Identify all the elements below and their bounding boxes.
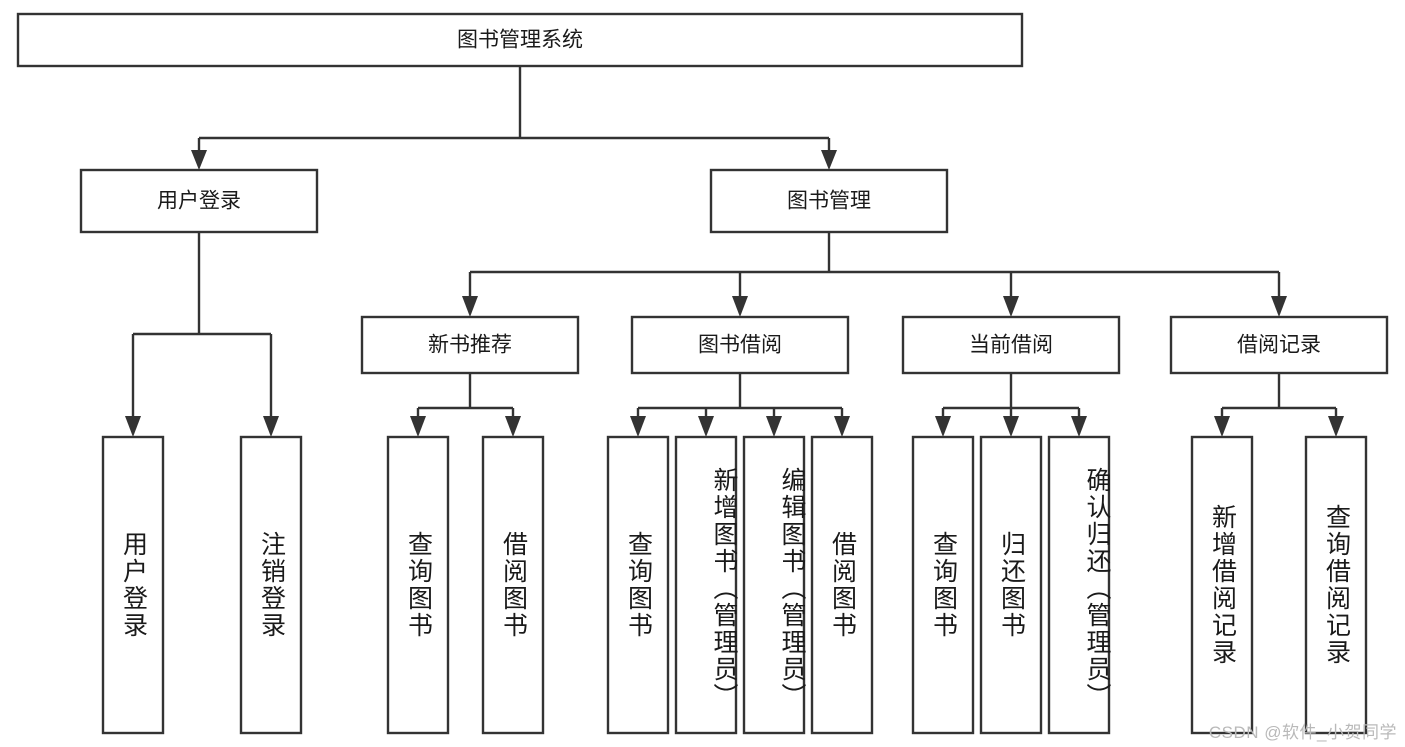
arrowhead-leaf-user-login-2 — [263, 416, 279, 437]
node-new-book-recommend[interactable] — [360, 315, 580, 375]
arrowhead-leaf-new-book-1 — [410, 416, 426, 437]
connector-layer — [125, 66, 1344, 437]
leaf-box-new-book-borrow[interactable] — [481, 435, 545, 735]
node-user-login[interactable] — [79, 168, 319, 234]
arrowhead-book-manage — [821, 150, 837, 170]
arrowhead-book-borrow — [732, 296, 748, 317]
node-book-manage-label: 图书管理 — [787, 190, 871, 213]
node-root-system-label: 图书管理系统 — [457, 29, 583, 52]
csdn-watermark: CSDN @软件_小贺同学 — [1208, 723, 1397, 742]
arrowhead-leaf-book-borrow-1 — [630, 416, 646, 437]
node-layer: 图书管理系统 用户登录 图书管理 新书推荐 图书借阅 当前借阅 借阅记录 — [16, 12, 1389, 735]
arrowhead-leaf-current-borrow-2 — [1003, 416, 1019, 437]
leaf-box-new-book-query[interactable] — [386, 435, 450, 735]
node-book-borrow-label: 图书借阅 — [698, 334, 782, 357]
node-book-manage[interactable] — [709, 168, 949, 234]
leaf-box-book-borrow-add[interactable] — [674, 435, 738, 735]
node-root-system[interactable] — [16, 12, 1024, 68]
leaf-box-current-borrow-return[interactable] — [979, 435, 1043, 735]
leaf-box-current-borrow-query[interactable] — [911, 435, 975, 735]
arrowhead-current-borrow — [1003, 296, 1019, 317]
node-borrow-record[interactable] — [1169, 315, 1389, 375]
node-new-book-recommend-label: 新书推荐 — [428, 334, 512, 357]
leaf-box-user-login-login[interactable] — [101, 435, 165, 735]
arrowhead-leaf-current-borrow-1 — [935, 416, 951, 437]
leaf-box-user-login-logout[interactable] — [239, 435, 303, 735]
arrowhead-user-login — [191, 150, 207, 170]
leaf-box-current-borrow-confirm[interactable] — [1047, 435, 1111, 735]
node-user-login-label: 用户登录 — [157, 190, 241, 213]
node-current-borrow[interactable] — [901, 315, 1121, 375]
arrowhead-leaf-book-borrow-2 — [698, 416, 714, 437]
leaf-box-record-add[interactable] — [1190, 435, 1254, 735]
arrowhead-leaf-borrow-record-1 — [1214, 416, 1230, 437]
node-current-borrow-label: 当前借阅 — [969, 334, 1053, 357]
leaf-box-book-borrow-query[interactable] — [606, 435, 670, 735]
arrowhead-new-book — [462, 296, 478, 317]
arrowhead-borrow-record — [1271, 296, 1287, 317]
leaf-box-record-query[interactable] — [1304, 435, 1368, 735]
node-borrow-record-label: 借阅记录 — [1237, 334, 1321, 357]
node-book-borrow[interactable] — [630, 315, 850, 375]
arrowhead-leaf-current-borrow-3 — [1071, 416, 1087, 437]
arrowhead-leaf-new-book-2 — [505, 416, 521, 437]
arrowhead-leaf-user-login-1 — [125, 416, 141, 437]
leaf-box-book-borrow-edit[interactable] — [742, 435, 806, 735]
leaf-box-book-borrow-lend[interactable] — [810, 435, 874, 735]
arrowhead-leaf-book-borrow-4 — [834, 416, 850, 437]
arrowhead-leaf-borrow-record-2 — [1328, 416, 1344, 437]
arrowhead-leaf-book-borrow-3 — [766, 416, 782, 437]
